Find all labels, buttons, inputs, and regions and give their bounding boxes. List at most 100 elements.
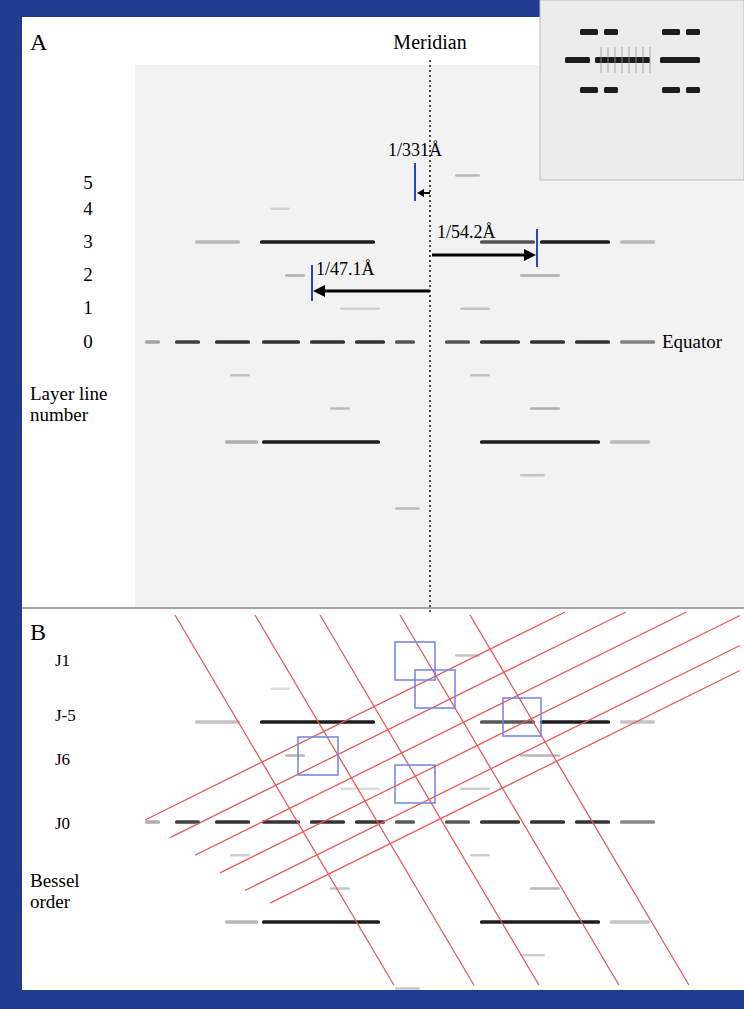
layer-line-streak bbox=[662, 87, 680, 93]
arrow-head bbox=[524, 249, 536, 261]
layer-line-streak bbox=[145, 820, 160, 824]
red-line bbox=[245, 645, 740, 890]
bessel-order: J-5 bbox=[55, 707, 76, 726]
inset-streak bbox=[607, 47, 609, 73]
layer-line-streak bbox=[225, 440, 258, 444]
layer-line-streak bbox=[310, 820, 345, 824]
inset-ground bbox=[540, 0, 744, 180]
layer-line-streak bbox=[262, 820, 300, 824]
layer-line-streak bbox=[262, 340, 300, 344]
layer-number: 4 bbox=[83, 199, 93, 220]
layer-line-streak bbox=[686, 29, 700, 35]
red-line bbox=[400, 615, 619, 985]
panel-divider bbox=[22, 607, 744, 609]
blue-box bbox=[415, 670, 455, 708]
inset-streak bbox=[635, 47, 637, 73]
layer-line-streak bbox=[604, 87, 618, 93]
layer-number: 5 bbox=[83, 173, 93, 194]
spacing-label: 1/54.2Å bbox=[437, 223, 496, 243]
layer-line-streak bbox=[445, 820, 470, 824]
red-line bbox=[170, 612, 626, 838]
inset-streak bbox=[621, 47, 623, 73]
layer-line-streak bbox=[575, 340, 610, 344]
selection-boxes bbox=[298, 642, 541, 803]
layer-line-streak bbox=[620, 340, 655, 344]
blue-box bbox=[298, 737, 338, 775]
axis-title: Bessel order bbox=[30, 871, 96, 913]
layer-line-streak bbox=[395, 987, 420, 990]
bessel-order: J1 bbox=[55, 652, 70, 671]
layer-line-streak bbox=[540, 240, 610, 244]
inset-streak bbox=[649, 47, 651, 73]
red-line bbox=[320, 615, 539, 985]
layer-line-streak bbox=[530, 407, 560, 410]
layer-line-streak bbox=[580, 29, 598, 35]
axis-label: Meridian bbox=[393, 31, 466, 53]
inset-pattern bbox=[540, 0, 744, 180]
layer-line-streak bbox=[270, 688, 290, 691]
spacing-label: 1/331Å bbox=[388, 141, 442, 161]
layer-line-streak bbox=[260, 240, 375, 244]
red-line bbox=[175, 615, 394, 985]
layer-line-streak bbox=[610, 440, 650, 444]
layer-line-streak bbox=[395, 820, 415, 824]
layer-line-streak bbox=[662, 29, 680, 35]
axis-title: Layer line number bbox=[30, 384, 108, 426]
layer-line-streak bbox=[470, 374, 490, 377]
blue-tick bbox=[311, 265, 313, 301]
layer-line-streak bbox=[175, 820, 200, 824]
layer-number: 3 bbox=[83, 232, 93, 253]
blue-tick bbox=[536, 229, 538, 267]
blue-box bbox=[395, 765, 435, 803]
layer-line-streak bbox=[520, 954, 545, 957]
spacing-markers bbox=[312, 163, 537, 301]
layer-line-streak bbox=[395, 340, 415, 344]
arrow-head bbox=[417, 189, 424, 197]
layer-line-streak bbox=[330, 407, 350, 410]
inset-streak bbox=[642, 47, 644, 73]
diffraction-pattern bbox=[145, 654, 655, 990]
red-line bbox=[255, 615, 474, 985]
layer-line-streak bbox=[355, 340, 385, 344]
layer-line-streak bbox=[620, 820, 655, 824]
layer-line-streak bbox=[340, 307, 380, 310]
layer-line-streak bbox=[460, 307, 490, 310]
layer-line-streak bbox=[195, 720, 240, 724]
diffraction-pattern bbox=[145, 174, 655, 510]
layer-line-streak bbox=[215, 340, 250, 344]
inset-streak bbox=[600, 47, 602, 73]
layer-line-streak bbox=[262, 440, 380, 444]
layer-line-streak bbox=[480, 440, 600, 444]
arrow-line bbox=[323, 290, 430, 293]
lattice-lines bbox=[145, 612, 740, 985]
arrow-head bbox=[313, 285, 325, 297]
spacing-label: 1/47.1Å bbox=[316, 260, 375, 280]
layer-line-streak bbox=[620, 240, 655, 244]
layer-line-streak bbox=[175, 340, 200, 344]
layer-line-streak bbox=[270, 208, 290, 211]
layer-line-streak bbox=[530, 340, 565, 344]
axis-label: Equator bbox=[662, 332, 722, 353]
panel-letter: A bbox=[30, 29, 47, 55]
layer-number: 2 bbox=[83, 265, 93, 286]
red-line bbox=[470, 615, 689, 985]
layer-line-streak bbox=[686, 87, 700, 93]
layer-line-streak bbox=[520, 274, 560, 277]
layer-line-streak bbox=[565, 57, 590, 63]
layer-number: 0 bbox=[83, 332, 93, 353]
layer-line-streak bbox=[540, 720, 610, 724]
layer-line-streak bbox=[604, 29, 618, 35]
layer-line-streak bbox=[480, 340, 520, 344]
layer-line-streak bbox=[285, 274, 305, 277]
layer-line-streak bbox=[195, 240, 240, 244]
layer-line-streak bbox=[225, 920, 258, 924]
layer-line-streak bbox=[145, 340, 160, 344]
layer-line-streak bbox=[470, 854, 490, 857]
layer-line-streak bbox=[310, 340, 345, 344]
arrow-line bbox=[432, 254, 527, 257]
layer-line-streak bbox=[460, 787, 490, 790]
layer-line-streak bbox=[230, 854, 250, 857]
layer-line-streak bbox=[520, 474, 545, 477]
layer-line-streak bbox=[395, 507, 420, 510]
